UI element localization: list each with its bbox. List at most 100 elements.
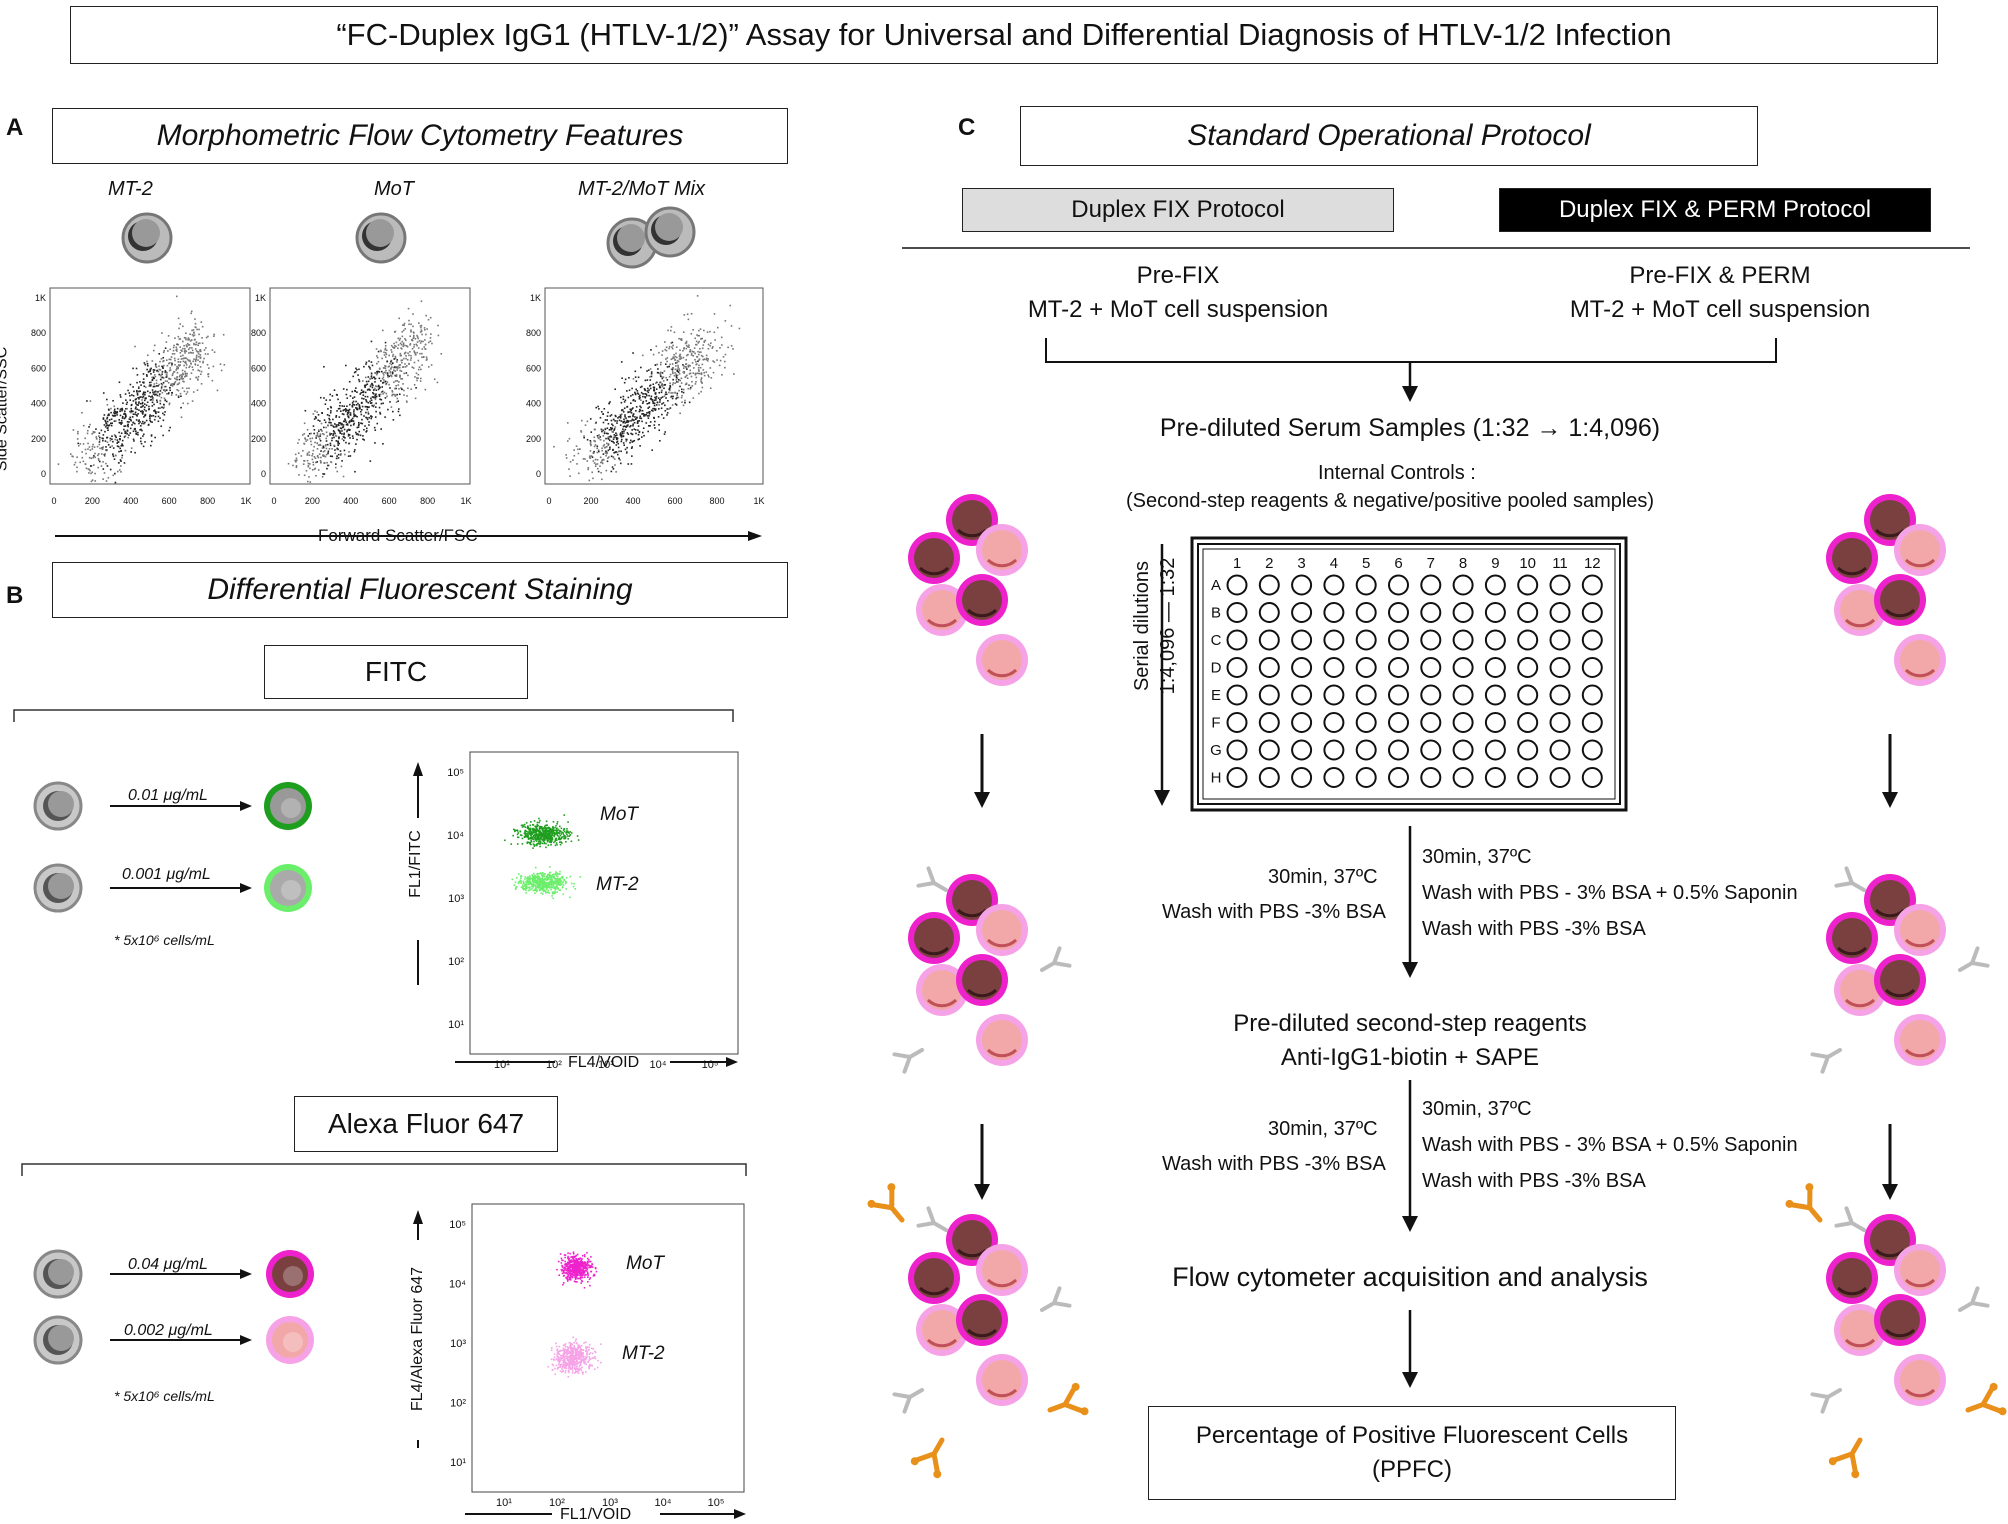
plate-well [1454, 576, 1473, 595]
plate-well [1486, 686, 1505, 705]
plate-well [1324, 713, 1343, 732]
plate-well [1421, 768, 1440, 787]
plate-column-label: 4 [1330, 555, 1338, 572]
plate-row-label: G [1210, 742, 1222, 759]
plate-well [1357, 576, 1376, 595]
plate-well [1357, 768, 1376, 787]
plate-well [1357, 603, 1376, 622]
plate-well [1260, 576, 1279, 595]
plate-well [1260, 768, 1279, 787]
plate-well [1324, 768, 1343, 787]
plate-well [1324, 686, 1343, 705]
plate-column-label: 5 [1362, 555, 1370, 572]
plate-column-label: 9 [1491, 555, 1499, 572]
plate-well [1583, 658, 1602, 677]
plate-well [1583, 686, 1602, 705]
plate-column-label: 2 [1265, 555, 1273, 572]
plate-row-label: B [1211, 605, 1221, 622]
plate-well [1421, 658, 1440, 677]
plate-well [1357, 713, 1376, 732]
plate-well [1324, 603, 1343, 622]
plate-well [1518, 741, 1537, 760]
plate-well [1454, 631, 1473, 650]
plate-well [1454, 603, 1473, 622]
plate-well [1486, 713, 1505, 732]
plate-well [1518, 603, 1537, 622]
plate-well [1583, 631, 1602, 650]
plate-well [1292, 603, 1311, 622]
plate-well [1260, 658, 1279, 677]
plate-well [1551, 603, 1570, 622]
plate-well [1228, 603, 1247, 622]
plate-well [1228, 658, 1247, 677]
plate-row-label: C [1211, 632, 1222, 649]
plate-well [1486, 576, 1505, 595]
plate-well [1260, 631, 1279, 650]
plate-row-label: E [1211, 687, 1221, 704]
plate-column-label: 3 [1297, 555, 1305, 572]
plate-well [1357, 631, 1376, 650]
plate-well [1389, 631, 1408, 650]
plate-column-label: 1 [1233, 555, 1241, 572]
plate-row-label: A [1211, 577, 1221, 594]
plate-well [1292, 768, 1311, 787]
plate-well [1518, 768, 1537, 787]
plate-row-label: H [1211, 770, 1222, 787]
plate-well [1454, 686, 1473, 705]
plate-well [1292, 631, 1311, 650]
plate-well [1292, 713, 1311, 732]
plate-well [1292, 741, 1311, 760]
plate-well [1551, 713, 1570, 732]
plate-well [1389, 658, 1408, 677]
plate-well [1518, 631, 1537, 650]
plate-well [1260, 686, 1279, 705]
plate-well [1292, 576, 1311, 595]
plate-well [1551, 686, 1570, 705]
plate-row-label: F [1211, 715, 1220, 732]
plate-well [1228, 713, 1247, 732]
plate-well [1324, 631, 1343, 650]
plate-well [1260, 603, 1279, 622]
plate-well [1324, 658, 1343, 677]
plate-column-label: 10 [1519, 555, 1536, 572]
plate-well [1551, 768, 1570, 787]
plate-well [1292, 658, 1311, 677]
plate-column-label: 8 [1459, 555, 1467, 572]
plate-well [1583, 713, 1602, 732]
plate-well [1421, 631, 1440, 650]
plate-well [1421, 713, 1440, 732]
plate-well [1228, 686, 1247, 705]
plate-well [1486, 741, 1505, 760]
plate-well [1421, 603, 1440, 622]
plate-well [1583, 603, 1602, 622]
plate-well [1260, 741, 1279, 760]
plate-well [1421, 741, 1440, 760]
plate-well [1357, 686, 1376, 705]
plate-well [1357, 741, 1376, 760]
plate-well [1454, 741, 1473, 760]
plate-well [1324, 741, 1343, 760]
plate-well [1228, 741, 1247, 760]
plate-well [1551, 631, 1570, 650]
plate-well [1518, 686, 1537, 705]
plate-well [1389, 576, 1408, 595]
plate-well [1324, 576, 1343, 595]
plate-well [1486, 768, 1505, 787]
plate-well [1228, 768, 1247, 787]
plate-well [1421, 686, 1440, 705]
plate-well [1583, 576, 1602, 595]
plate-column-label: 11 [1552, 555, 1568, 572]
merge-arrow-head [1402, 386, 1418, 402]
plate-well [1421, 576, 1440, 595]
plate-well [1518, 713, 1537, 732]
plate-well [1551, 576, 1570, 595]
plate-well [1228, 631, 1247, 650]
plate-well [1292, 686, 1311, 705]
plate-row-label: D [1211, 660, 1222, 677]
plate-well [1454, 713, 1473, 732]
merge-bracket [1046, 338, 1776, 362]
plate-well [1389, 741, 1408, 760]
plate-column-label: 7 [1427, 555, 1435, 572]
plate-well [1551, 658, 1570, 677]
